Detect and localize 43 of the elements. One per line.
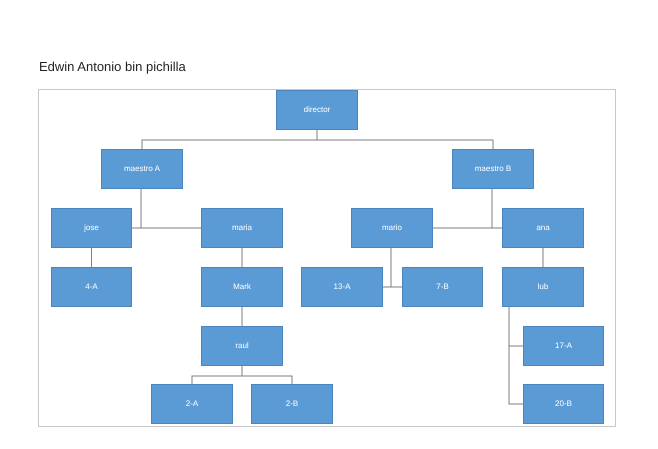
box-label: Mark [233,281,251,293]
org-box [101,149,183,189]
box-label: 4-A [85,281,98,293]
connector-line [492,188,502,228]
box-label: 17-A [555,340,572,352]
connector-line [316,130,494,150]
box-label: maestro B [474,163,512,175]
box-label: raul [235,340,249,352]
box-label: director [304,104,330,116]
box-label: 2-A [186,398,198,410]
org-box [402,267,483,307]
org-box [502,267,584,307]
box-label: ana [536,222,550,234]
org-box [351,208,433,248]
box-label: 13-A [334,281,350,293]
box-label: mario [382,222,402,234]
connector-line [508,306,524,404]
org-box [51,267,132,307]
org-box [201,208,283,248]
title: Edwin Antonio bin pichilla [39,59,186,74]
box-label: jose [84,222,99,234]
connector-line [242,366,292,384]
org-box [276,90,358,130]
connector-line [542,248,544,268]
org-box [251,384,333,424]
org-box [201,267,283,307]
org-box [151,384,233,424]
org-box [51,208,132,248]
org-box [301,267,383,307]
box-label: maestro A [124,163,160,175]
connector-line [140,188,202,228]
box-label: 2-B [286,398,298,410]
org-box [523,326,604,366]
org-box [502,208,584,248]
org-box [201,326,283,366]
org-box [452,149,534,189]
org-box [523,384,604,424]
box-label: 7-B [436,281,449,293]
connector-line [91,248,92,268]
box-label: lub [538,281,548,293]
box-label: maria [232,222,252,234]
box-label: 20-B [555,398,572,410]
connector-line [390,248,402,288]
